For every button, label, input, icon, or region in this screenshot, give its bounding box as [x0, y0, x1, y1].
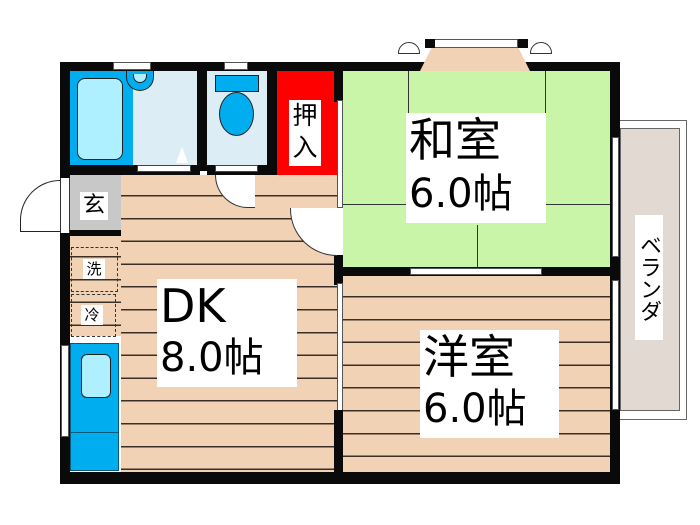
kitchen-window [61, 345, 69, 437]
washitsu-room-size: 6.0帖 [409, 171, 513, 217]
dk-room-size: 8.0帖 [160, 335, 264, 381]
bay-wall-left [425, 39, 435, 48]
bay-wall-right [518, 39, 528, 48]
bay-window-sash-right [530, 42, 552, 54]
entrance-opening [60, 178, 70, 233]
dk-label: DK 8.0帖 [157, 279, 297, 387]
yoshitsu-room-name: 洋室 [423, 330, 515, 384]
washitsu-sliding-door[interactable] [337, 100, 343, 208]
center-wall-lower [334, 410, 343, 480]
closet-label-line1: 押 [292, 101, 318, 130]
toilet-window [224, 62, 248, 70]
bay-window [434, 39, 518, 48]
tatami-line [545, 204, 610, 205]
bath-wall-right [197, 71, 207, 171]
tatami-line [477, 225, 478, 267]
yoshitsu-label: 洋室 6.0帖 [420, 330, 559, 438]
tatami-line [343, 204, 408, 205]
entrance-door-leaf [20, 231, 61, 232]
toilet-tank [215, 75, 259, 92]
washitsu-room-name: 和室 [409, 113, 501, 167]
yoshitsu-veranda-window[interactable] [612, 280, 619, 410]
closet-label-line2: 入 [292, 133, 318, 162]
washitsu-label: 和室 6.0帖 [406, 113, 546, 223]
closet-label: 押 入 [289, 100, 321, 166]
closet-wall [267, 71, 277, 208]
drain-mark [176, 147, 188, 163]
bath-wall-bottom [70, 165, 200, 175]
genkan-label: 玄 [80, 192, 108, 220]
washitsu-veranda-window[interactable] [612, 137, 619, 257]
dk-room-name: DK [160, 279, 226, 333]
fridge-space [71, 294, 116, 337]
yoshitsu-floor [343, 276, 610, 472]
bath-window [113, 62, 151, 70]
toilet-door[interactable] [215, 165, 258, 172]
room-divider-sliding-door[interactable] [410, 268, 542, 275]
washer-space [71, 247, 118, 292]
bath-door[interactable] [137, 165, 191, 172]
yoshitsu-room-size: 6.0帖 [423, 386, 527, 432]
genkan-wall-bottom [70, 230, 121, 236]
kitchen-counter-divider [70, 432, 119, 433]
washer-label: 洗 [83, 259, 105, 279]
outer-wall-left [60, 62, 70, 484]
bay-window-floor [420, 47, 530, 71]
center-wall-upper [334, 62, 343, 102]
entrance-door[interactable] [20, 180, 60, 232]
fridge-label: 冷 [81, 305, 103, 325]
bay-window-sash-left [398, 42, 420, 54]
veranda-label: ベランダ [635, 215, 663, 340]
bathtub [77, 78, 123, 160]
kitchen-sink [81, 354, 111, 398]
toilet-bowl [219, 92, 254, 136]
basin-inner [133, 74, 147, 83]
